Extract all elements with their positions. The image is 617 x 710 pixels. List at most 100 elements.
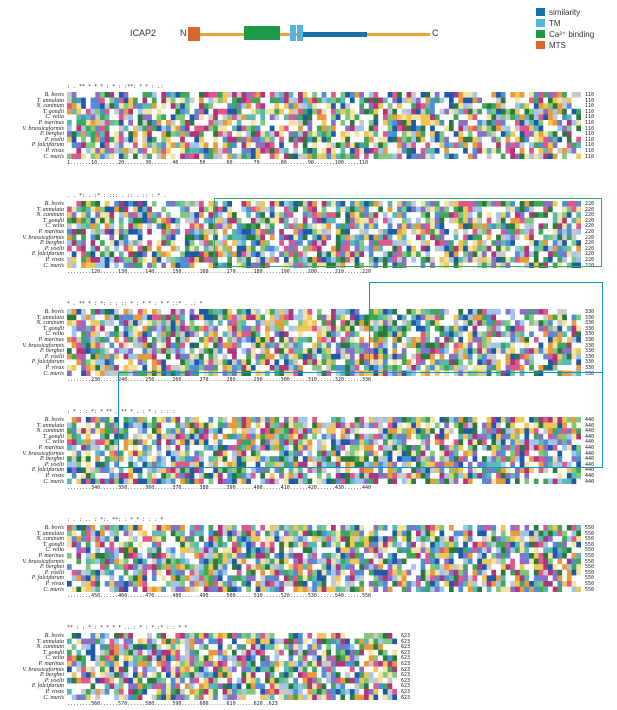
residue-cell [166,240,171,246]
residue-cell [260,257,265,263]
residue-cell [166,120,171,126]
residue-cell [487,126,492,132]
residue-cell [105,207,110,213]
residue-cell [341,354,346,360]
residue-cell [345,246,350,252]
residue-cell [76,257,81,263]
residue-cell [496,320,501,326]
residue-cell [440,423,445,429]
residue-cell [279,201,284,207]
residue-cell [293,445,298,451]
residue-cell [119,235,124,241]
residue-cell [251,423,256,429]
residue-cell [402,315,407,321]
residue-cell [157,223,162,229]
residue-cell [539,240,544,246]
residue-cell [557,201,562,207]
residue-cell [279,120,284,126]
residue-cell [468,348,473,354]
residue-cell [246,434,251,440]
residue-cell [510,114,515,120]
residue-cell [350,148,355,154]
residue-cell [100,326,105,332]
residue-cell [142,212,147,218]
residue-cell [548,354,553,360]
residue-cell [402,359,407,365]
residue-cell [100,223,105,229]
residue-cell [491,365,496,371]
residue-cell [237,343,242,349]
residue-cell [548,423,553,429]
residue-cell [86,331,91,337]
residue-cell [529,365,534,371]
residue-cell [256,131,261,137]
residue-cell [567,212,572,218]
residue-cell [350,337,355,343]
residue-cell [491,218,496,224]
residue-cell [388,212,393,218]
residue-cell [430,223,435,229]
residue-cell [251,114,256,120]
residue-cell [378,120,383,126]
residue-cell [142,263,147,269]
residue-cell [279,354,284,360]
residue-cell [378,131,383,137]
residue-cell [138,326,143,332]
residue-cell [270,131,275,137]
residue-cell [397,201,402,207]
residue-cell [119,359,124,365]
residue-cell [199,109,204,115]
residue-cell [232,246,237,252]
residue-cell [308,201,313,207]
residue-cell [397,315,402,321]
residue-cell [543,137,548,143]
residue-cell [378,263,383,269]
residue-cell [402,109,407,115]
residue-cell [491,103,496,109]
residue-cell [407,428,412,434]
residue-cell [435,331,440,337]
residue-cell [284,98,289,104]
residue-cell [180,434,185,440]
residue-cell [251,229,256,235]
residue-cell [95,326,100,332]
residue-cell [147,423,152,429]
residue-cell [463,326,468,332]
residue-cell [119,246,124,252]
residue-cell [180,212,185,218]
residue-cell [194,142,199,148]
residue-cell [392,439,397,445]
residue-cell [364,229,369,235]
residue-cell [388,365,393,371]
residue-cell [67,98,72,104]
residue-cell [425,445,430,451]
residue-cell [199,98,204,104]
residue-cell [463,218,468,224]
residue-cell [279,92,284,98]
residue-cell [411,337,416,343]
residue-cell [496,423,501,429]
residue-cell [119,229,124,235]
residue-cell [289,212,294,218]
residue-cell [402,92,407,98]
residue-cell [524,434,529,440]
residue-cell [322,359,327,365]
residue-cell [402,451,407,457]
residue-cell [293,326,298,332]
residue-cell [473,320,478,326]
residue-cell [152,154,157,160]
residue-cell [548,456,553,462]
residue-cell [515,98,520,104]
residue-cell [279,315,284,321]
residue-cell [317,315,322,321]
residue-cell [501,229,506,235]
residue-cell [341,439,346,445]
residue-cell [180,445,185,451]
residue-cell [491,201,496,207]
residue-cell [487,337,492,343]
residue-cell [557,423,562,429]
residue-cell [147,451,152,457]
residue-cell [251,309,256,315]
residue-cell [355,309,360,315]
residue-cell [576,251,581,257]
